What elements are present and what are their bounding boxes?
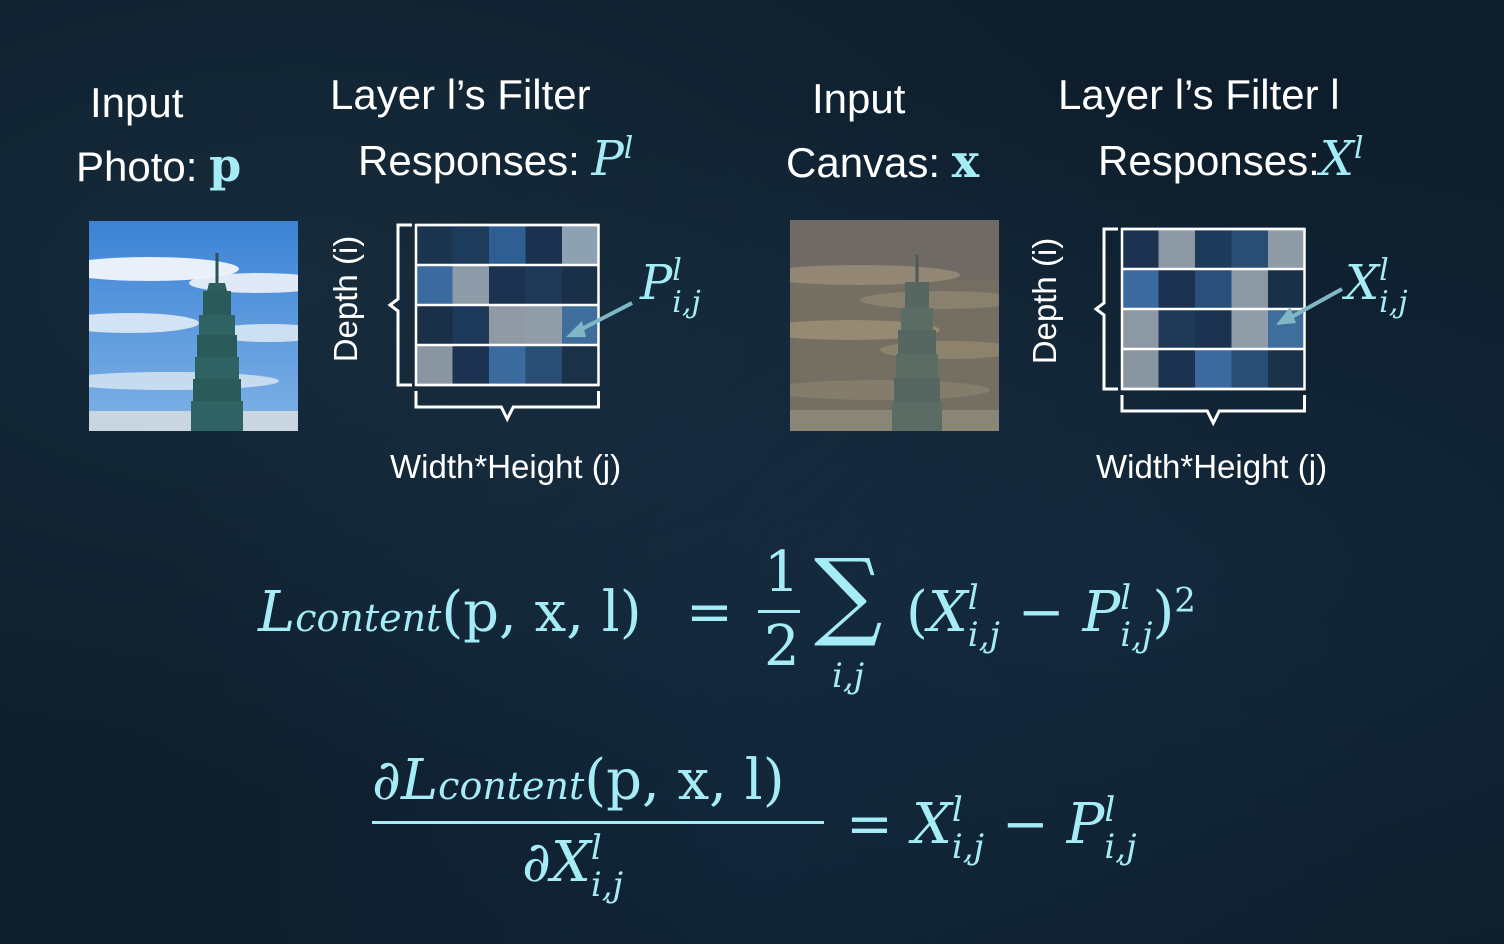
matrix-cell	[1122, 229, 1159, 269]
filter-p-ylabel: Depth (i)	[327, 235, 364, 363]
matrix-cell	[562, 345, 599, 385]
matrix-cell	[1195, 269, 1232, 309]
filter-p-title-line2: Responses: Pl	[358, 134, 633, 183]
matrix-cell	[562, 265, 599, 305]
matrix-cell	[416, 345, 453, 385]
input-canvas-label: Canvas:	[786, 139, 941, 186]
filter-x-title-line1: Layer l’s Filter l	[1058, 71, 1340, 118]
matrix-cell	[1195, 229, 1232, 269]
matrix-cell	[416, 265, 453, 305]
filter-p-title-line1: Layer l’s Filter	[330, 71, 591, 118]
input-photo-title-line1: Input	[90, 79, 184, 126]
depth-brace	[387, 223, 412, 387]
matrix-cell	[1268, 229, 1305, 269]
matrix-cell	[1122, 349, 1159, 389]
filter-p-symbol: Pl	[591, 131, 634, 187]
matrix-cell	[525, 345, 562, 385]
matrix-cell	[416, 225, 453, 265]
matrix-cell	[489, 265, 526, 305]
matrix-cell	[1231, 309, 1268, 349]
filter-x-arrow	[1276, 287, 1343, 325]
matrix-cell	[1122, 309, 1159, 349]
filter-p-label: Responses:	[358, 137, 580, 184]
input-photo-title-line2: Photo: p	[76, 142, 241, 188]
matrix-cell	[1195, 309, 1232, 349]
matrix-cell	[452, 345, 489, 385]
eq1-frac-line	[758, 610, 800, 613]
matrix-cell	[1158, 229, 1195, 269]
matrix-cell	[1158, 309, 1195, 349]
eq1-sum-sub: i,j	[832, 656, 865, 696]
input-canvas-title-line2: Canvas: x	[786, 138, 979, 184]
input-photo-symbol: p	[209, 138, 242, 192]
filter-p-matrix	[387, 223, 600, 423]
matrix-cell	[1122, 269, 1159, 309]
input-canvas-title-line1: Input	[812, 75, 906, 122]
matrix-cell	[489, 345, 526, 385]
filter-p-arrow	[566, 301, 633, 337]
width-height-brace	[1120, 395, 1306, 427]
eq1-frac-den: 2	[764, 614, 800, 679]
filter-x-label: Responses:	[1098, 137, 1320, 184]
input-canvas-image	[790, 220, 999, 431]
filter-x-ylabel: Depth (i)	[1026, 237, 1063, 365]
matrix-cell	[452, 305, 489, 345]
matrix-cell	[452, 265, 489, 305]
matrix-cell	[1231, 229, 1268, 269]
matrix-cell	[1231, 269, 1268, 309]
eq2-frac-line	[372, 821, 824, 824]
matrix-cell	[452, 225, 489, 265]
matrix-cell	[1268, 269, 1305, 309]
filter-p-xlabel: Width*Height (j)	[390, 448, 622, 485]
matrix-cell	[489, 225, 526, 265]
eq1-lhs: Lcontent(p, x, l)	[258, 580, 642, 645]
input-photo-image	[89, 221, 298, 431]
input-photo-label: Photo:	[76, 143, 198, 190]
eq1-equals: =	[686, 580, 733, 645]
matrix-cell	[1268, 349, 1305, 389]
matrix-cell	[1195, 349, 1232, 389]
filter-x-xlabel: Width*Height (j)	[1096, 448, 1328, 485]
width-height-brace	[414, 391, 600, 423]
eq2-equals: =	[846, 792, 893, 857]
matrix-cell	[1158, 349, 1195, 389]
matrix-cell	[525, 265, 562, 305]
depth-brace	[1093, 227, 1118, 391]
matrix-cell	[525, 305, 562, 345]
matrix-cell	[1158, 269, 1195, 309]
eq1-frac-num: 1	[764, 540, 800, 605]
filter-x-symbol: Xl	[1319, 131, 1364, 187]
filter-x-matrix	[1093, 227, 1306, 427]
input-canvas-symbol: x	[951, 134, 980, 188]
matrix-cell	[416, 305, 453, 345]
eq2-numerator: ∂Lcontent(p, x, l)	[372, 748, 785, 813]
filter-x-title-line2: Responses:Xl	[1098, 134, 1363, 183]
matrix-cell	[1231, 349, 1268, 389]
matrix-cell	[562, 225, 599, 265]
matrix-cell	[489, 305, 526, 345]
eq1-sum-symbol: ∑	[814, 538, 883, 650]
matrix-cell	[525, 225, 562, 265]
